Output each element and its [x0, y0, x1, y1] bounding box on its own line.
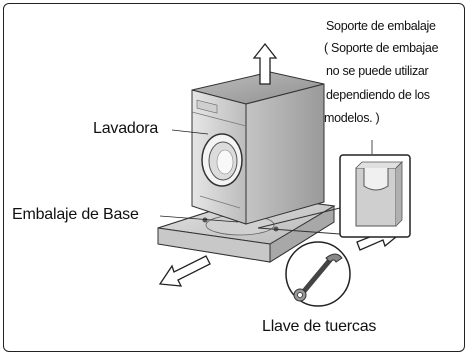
wrench-label: Llave de tuercas — [262, 318, 377, 335]
washer-label: Lavadora — [93, 120, 159, 137]
base-packing-label: Embalaje de Base — [12, 206, 139, 223]
bracket-label-line-1: Soporte de embalaje — [326, 19, 436, 33]
wrench-icon — [285, 241, 351, 307]
bracket-label-line-3: no se puede utilizar — [326, 64, 429, 78]
bracket-label-line-5: modelos. ) — [324, 111, 380, 125]
bracket-label-line-2: ( Soporte de embajae — [324, 41, 439, 55]
diagram-frame — [3, 3, 465, 352]
packing-bracket-callout — [257, 154, 411, 238]
bracket-label-line-4: dependiendo de los — [326, 88, 430, 102]
up-arrow-icon — [252, 42, 278, 85]
washer-machine — [191, 71, 325, 225]
down-left-arrow-icon — [158, 255, 211, 287]
leader-lines — [159, 129, 373, 223]
